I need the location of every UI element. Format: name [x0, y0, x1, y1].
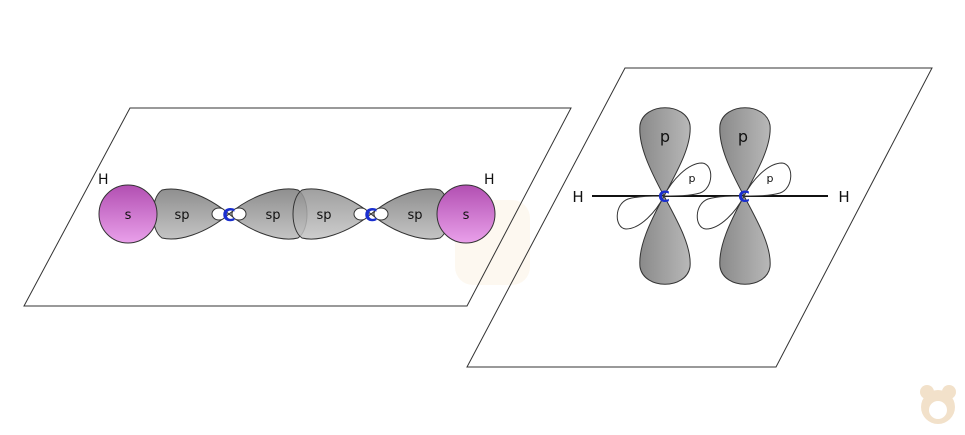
hydrogen-label-right: H	[484, 172, 495, 188]
carbon-label-left: C	[222, 205, 235, 226]
bear-logo-icon	[920, 385, 956, 424]
sp-hybridization-plane: H H s s sp sp sp sp C C	[23, 107, 572, 307]
s-label-right: s	[463, 208, 470, 223]
hydrogen-label-right: H	[838, 188, 849, 206]
sp-lobe	[152, 188, 450, 240]
p-label-large: p	[738, 127, 748, 146]
sp-label: sp	[174, 208, 189, 223]
carbon-label-right: C	[738, 187, 750, 206]
sp-label: sp	[316, 208, 331, 223]
s-orbital-right	[436, 184, 496, 244]
p-label-large: p	[660, 127, 670, 146]
s-orbital-left	[98, 184, 158, 244]
small-back-lobes	[211, 207, 389, 221]
sp-label: sp	[407, 208, 422, 223]
p-orbital-plane: H H p p p p C C	[466, 67, 933, 368]
sp-label: sp	[265, 208, 280, 223]
carbon-label-right: C	[364, 205, 377, 226]
p-label-small: p	[767, 172, 774, 185]
carbon-label-left: C	[658, 187, 670, 206]
s-label-left: s	[125, 208, 132, 223]
hydrogen-label-left: H	[572, 188, 583, 206]
p-orbital-pair	[616, 107, 792, 285]
hydrogen-label-left: H	[98, 172, 109, 188]
p-label-small: p	[689, 172, 696, 185]
